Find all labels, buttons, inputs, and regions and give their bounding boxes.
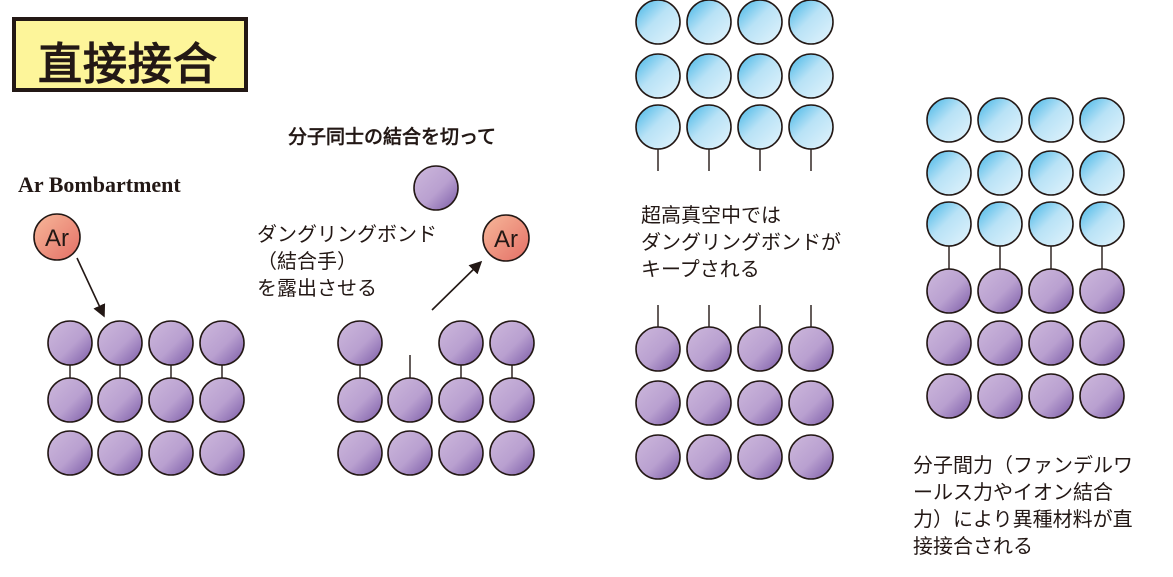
- purple-atom: [199, 320, 245, 366]
- cut-bonds-heading: 分子同士の結合を切って: [288, 126, 497, 148]
- purple-atom: [337, 430, 383, 476]
- blue-atom: [686, 53, 732, 99]
- purple-atom: [788, 434, 834, 480]
- purple-atom: [1028, 320, 1074, 366]
- blue-atom: [788, 0, 834, 45]
- caption-line: 分子間力（ファンデルワ: [913, 453, 1133, 477]
- ar-bombardment-heading: Ar Bombartment: [18, 172, 181, 197]
- purple-atom: [438, 320, 484, 366]
- purple-atom: [635, 380, 681, 426]
- purple-atom: [686, 434, 732, 480]
- purple-atom: [686, 380, 732, 426]
- purple-atom: [926, 373, 972, 419]
- purple-atom: [337, 377, 383, 423]
- purple-atom: [1079, 373, 1125, 419]
- page-title: 直接接合: [38, 39, 218, 90]
- blue-atom: [977, 201, 1023, 247]
- ar-label: Ar: [45, 225, 69, 252]
- purple-atom: [47, 430, 93, 476]
- purple-atom: [47, 377, 93, 423]
- purple-atom: [926, 320, 972, 366]
- caption-line: ールス力やイオン結合: [913, 480, 1113, 504]
- arrow-down: [76, 257, 106, 318]
- purple-atom: [737, 380, 783, 426]
- title-box: 直接接合: [12, 17, 248, 92]
- caption-line: キープされる: [641, 257, 760, 281]
- caption-line: を露出させる: [257, 276, 377, 300]
- purple-atom: [737, 434, 783, 480]
- caption-line: 接接合される: [913, 534, 1033, 558]
- blue-atom: [926, 97, 972, 143]
- purple-atom: [926, 268, 972, 314]
- purple-atom: [97, 320, 143, 366]
- purple-atom: [1079, 320, 1125, 366]
- purple-atom: [413, 165, 459, 211]
- purple-atom: [788, 380, 834, 426]
- purple-atom: [635, 434, 681, 480]
- bonding-caption: 分子間力（ファンデルワ ールス力やイオン結合 力）により異種材料が直 接接合され…: [913, 452, 1133, 560]
- blue-atom: [926, 201, 972, 247]
- purple-atom: [489, 320, 535, 366]
- purple-atom: [47, 320, 93, 366]
- blue-atom: [737, 104, 783, 150]
- ar-label: Ar: [494, 226, 518, 253]
- blue-atom: [1079, 150, 1125, 196]
- purple-atom: [148, 320, 194, 366]
- purple-atom: [489, 377, 535, 423]
- purple-atom: [635, 326, 681, 372]
- purple-atom: [97, 430, 143, 476]
- caption-line: 力）により異種材料が直: [913, 507, 1133, 531]
- purple-atom: [977, 373, 1023, 419]
- blue-atom: [926, 150, 972, 196]
- purple-atom: [438, 430, 484, 476]
- dangling-bond-caption: ダングリングボンド （結合手） を露出させる: [257, 221, 437, 302]
- purple-atom: [977, 320, 1023, 366]
- blue-atom: [737, 0, 783, 45]
- ar-ion-1: Ar: [33, 213, 81, 261]
- purple-atom: [737, 326, 783, 372]
- purple-atom: [489, 430, 535, 476]
- blue-atom: [686, 0, 732, 45]
- purple-atom: [1079, 268, 1125, 314]
- purple-atom: [337, 320, 383, 366]
- blue-atom: [635, 104, 681, 150]
- blue-atom: [788, 104, 834, 150]
- purple-atom: [686, 326, 732, 372]
- blue-atom: [788, 53, 834, 99]
- blue-atom: [686, 104, 732, 150]
- purple-atom: [788, 326, 834, 372]
- blue-atom: [737, 53, 783, 99]
- blue-atom: [1028, 97, 1074, 143]
- purple-atom: [199, 377, 245, 423]
- blue-atom: [1028, 201, 1074, 247]
- caption-line: （結合手）: [257, 249, 357, 273]
- blue-atom: [635, 53, 681, 99]
- purple-atom: [97, 377, 143, 423]
- purple-atom: [1028, 268, 1074, 314]
- blue-atom: [977, 97, 1023, 143]
- purple-atom: [387, 430, 433, 476]
- purple-atom: [387, 377, 433, 423]
- caption-line: ダングリングボンドが: [641, 230, 841, 254]
- blue-atom: [1079, 201, 1125, 247]
- vacuum-caption: 超高真空中では ダングリングボンドが キープされる: [641, 202, 841, 283]
- caption-line: ダングリングボンド: [257, 222, 437, 246]
- purple-atom: [148, 430, 194, 476]
- blue-atom: [635, 0, 681, 45]
- purple-atom: [148, 377, 194, 423]
- purple-atom: [977, 268, 1023, 314]
- blue-atom: [1079, 97, 1125, 143]
- purple-atom: [199, 430, 245, 476]
- purple-atom: [1028, 373, 1074, 419]
- ar-ion-2: Ar: [482, 214, 530, 262]
- caption-line: 超高真空中では: [641, 203, 781, 227]
- purple-atom: [438, 377, 484, 423]
- blue-atom: [1028, 150, 1074, 196]
- arrow-up: [431, 260, 483, 311]
- blue-atom: [977, 150, 1023, 196]
